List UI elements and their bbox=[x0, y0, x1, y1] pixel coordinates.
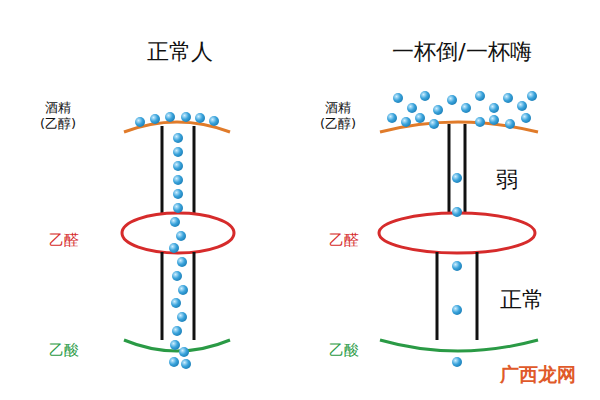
neck-wall bbox=[193, 252, 196, 340]
molecule-dot bbox=[415, 113, 425, 123]
molecule-dot bbox=[181, 112, 191, 122]
normal-funnel bbox=[122, 122, 234, 351]
acetaldehyde-ring bbox=[122, 213, 234, 253]
molecule-dot bbox=[170, 340, 180, 350]
molecule-dot bbox=[452, 173, 462, 183]
molecule-dot bbox=[177, 312, 187, 322]
watermark: 广西龙网 bbox=[500, 363, 576, 386]
molecule-dot bbox=[172, 271, 182, 281]
molecule-dot bbox=[429, 119, 439, 129]
molecule-dot bbox=[135, 117, 145, 127]
molecule-dot bbox=[169, 357, 179, 367]
neck-wall bbox=[161, 252, 164, 340]
molecule-dot bbox=[195, 113, 205, 123]
molecule-dot bbox=[489, 103, 499, 113]
substance-label: 乙酸 bbox=[329, 341, 359, 359]
acetic-acid-arc bbox=[124, 340, 230, 351]
molecule-dot bbox=[169, 243, 179, 253]
molecule-dot bbox=[433, 105, 443, 115]
neck-wall bbox=[161, 126, 164, 214]
molecule-dot bbox=[407, 103, 417, 113]
molecule-dot bbox=[461, 103, 471, 113]
molecule-dot bbox=[521, 113, 531, 123]
neck-wall bbox=[464, 124, 467, 214]
molecule-dot bbox=[173, 189, 183, 199]
molecule-dot bbox=[178, 285, 188, 295]
molecule-dot bbox=[387, 113, 397, 123]
molecule-dot bbox=[475, 117, 485, 127]
acetic-acid-arc bbox=[380, 340, 538, 351]
molecule-dot bbox=[150, 114, 160, 124]
molecule-dot bbox=[393, 93, 403, 103]
molecule-dot bbox=[176, 231, 186, 241]
molecule-dot bbox=[173, 203, 183, 213]
molecule-dot bbox=[420, 91, 430, 101]
molecule-dot bbox=[173, 175, 183, 185]
neck-wall bbox=[436, 252, 439, 340]
molecule-dot bbox=[475, 91, 485, 101]
molecule-dots bbox=[135, 91, 537, 369]
molecule-dot bbox=[527, 91, 537, 101]
molecule-dot bbox=[452, 207, 462, 217]
acetaldehyde-ring bbox=[379, 213, 535, 253]
rate-label: 正常 bbox=[500, 287, 544, 313]
molecule-dot bbox=[489, 115, 499, 125]
molecule-dot bbox=[517, 101, 527, 111]
molecule-dot bbox=[165, 112, 175, 122]
neck-wall bbox=[193, 126, 196, 214]
rate-label: 弱 bbox=[496, 167, 518, 193]
substance-label: 乙醛 bbox=[329, 231, 359, 249]
molecule-dot bbox=[172, 326, 182, 336]
molecule-dot bbox=[452, 305, 462, 315]
neck-wall bbox=[448, 124, 451, 214]
molecule-dot bbox=[452, 261, 462, 271]
molecule-dot bbox=[401, 117, 411, 127]
molecule-dot bbox=[173, 147, 183, 157]
molecule-dot bbox=[181, 359, 191, 369]
substance-label: 酒精 (乙醇) bbox=[310, 100, 366, 131]
substance-label: 乙醛 bbox=[49, 231, 79, 249]
molecule-dot bbox=[171, 298, 181, 308]
molecule-dot bbox=[170, 217, 180, 227]
molecule-dot bbox=[503, 93, 513, 103]
molecule-dot bbox=[173, 161, 183, 171]
molecule-dot bbox=[179, 347, 189, 357]
molecule-dot bbox=[209, 116, 219, 126]
substance-label: 乙酸 bbox=[49, 341, 79, 359]
title: 一杯倒/一杯嗨 bbox=[392, 39, 531, 65]
molecule-dot bbox=[173, 133, 183, 143]
molecule-dot bbox=[452, 357, 462, 367]
substance-label: 酒精 (乙醇) bbox=[30, 100, 86, 131]
title: 正常人 bbox=[147, 39, 213, 65]
molecule-dot bbox=[447, 95, 457, 105]
molecule-dot bbox=[505, 119, 515, 129]
neck-wall bbox=[476, 252, 479, 340]
weak-funnel bbox=[379, 122, 538, 351]
molecule-dot bbox=[177, 257, 187, 267]
